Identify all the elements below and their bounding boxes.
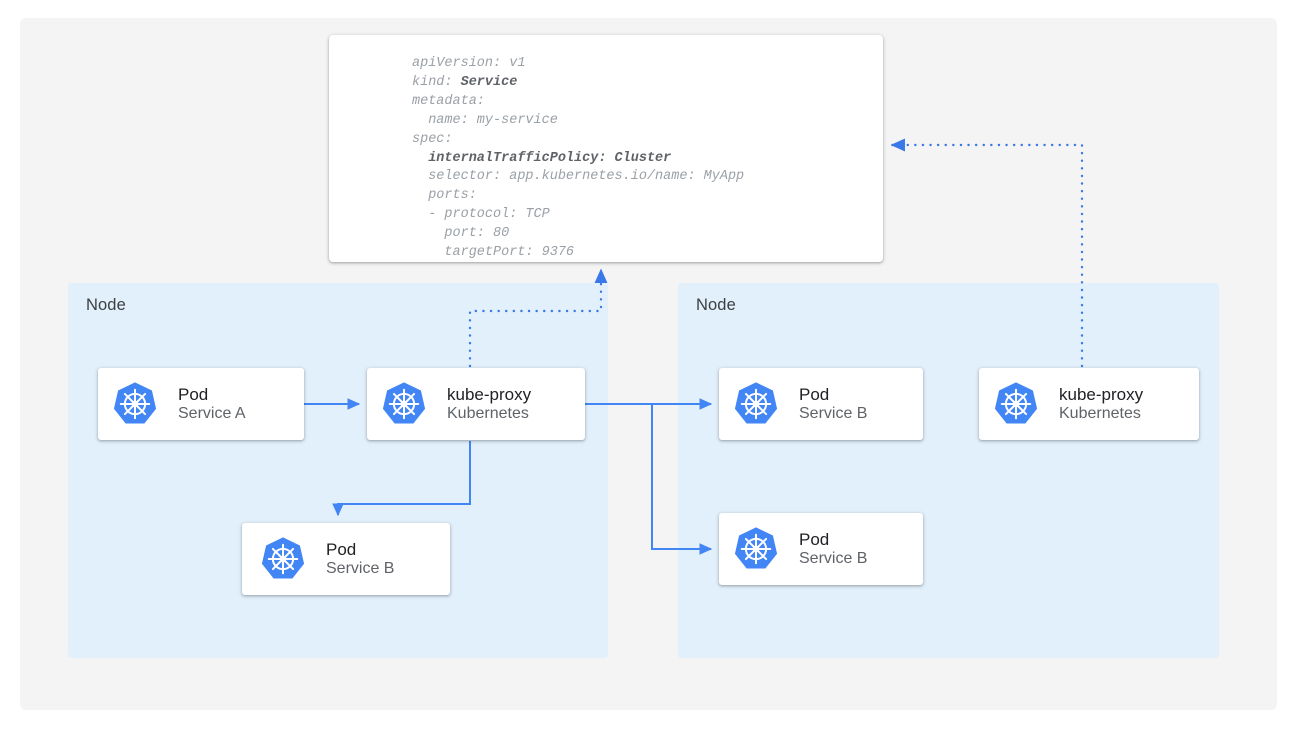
kubernetes-icon — [733, 526, 779, 572]
card-subtitle: Service B — [799, 404, 868, 422]
kubernetes-icon — [112, 381, 158, 427]
kubernetes-icon — [260, 536, 306, 582]
card-kube-proxy-left[interactable]: kube-proxy Kubernetes — [367, 368, 585, 440]
card-title: Pod — [799, 384, 830, 404]
card-subtitle: Service B — [326, 559, 395, 577]
service-manifest-card: apiVersion: v1 kind: Service metadata: n… — [329, 35, 883, 262]
card-kube-proxy-right[interactable]: kube-proxy Kubernetes — [979, 368, 1199, 440]
kubernetes-icon — [993, 381, 1039, 427]
card-title: kube-proxy — [1059, 384, 1144, 404]
card-pod-service-a[interactable]: Pod Service A — [98, 368, 304, 440]
card-subtitle: Kubernetes — [447, 404, 529, 422]
kubernetes-icon — [381, 381, 427, 427]
node-container-right: Node — [678, 283, 1219, 658]
card-pod-service-b-right-bottom[interactable]: Pod Service B — [719, 513, 923, 585]
node-label-left: Node — [86, 296, 126, 314]
kubernetes-icon — [733, 381, 779, 427]
card-title: Pod — [326, 539, 357, 559]
node-label-right: Node — [696, 296, 736, 314]
card-pod-service-b-right-top[interactable]: Pod Service B — [719, 368, 923, 440]
card-pod-service-b-left[interactable]: Pod Service B — [242, 523, 450, 595]
card-subtitle: Kubernetes — [1059, 404, 1141, 422]
node-container-left: Node — [68, 283, 608, 658]
card-subtitle: Service B — [799, 549, 868, 567]
card-title: kube-proxy — [447, 384, 532, 404]
service-yaml-code: apiVersion: v1 kind: Service metadata: n… — [412, 56, 745, 261]
card-title: Pod — [178, 384, 209, 404]
card-subtitle: Service A — [178, 404, 246, 422]
card-title: Pod — [799, 529, 830, 549]
